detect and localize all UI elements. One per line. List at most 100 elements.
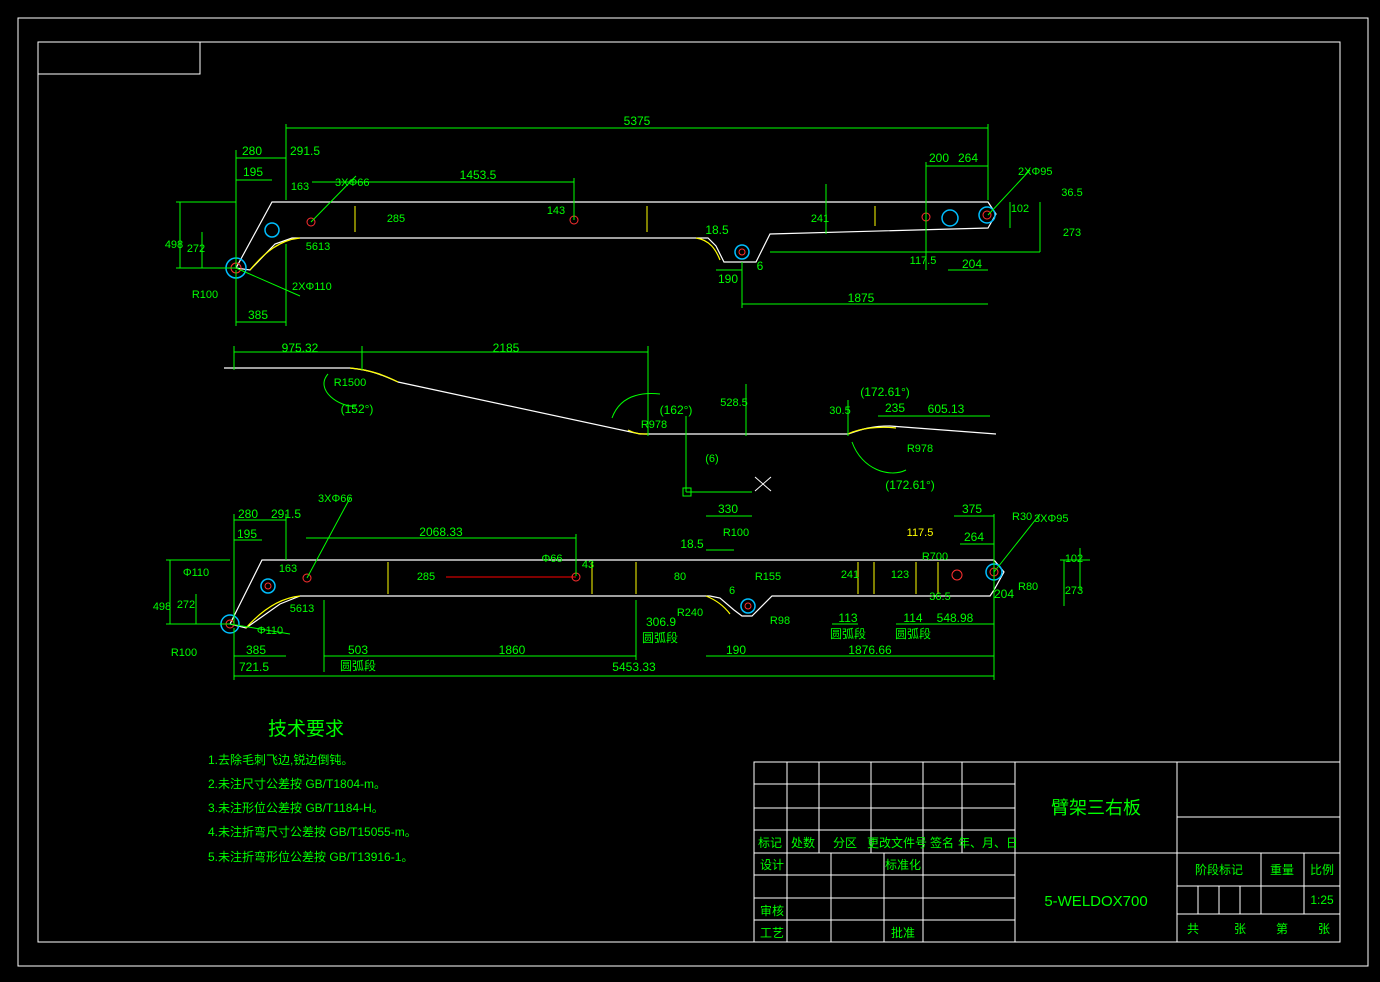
v1-hole-callout: 2XΦ110	[292, 281, 332, 293]
view3-flat-pattern: 280 291.5 195 3XΦ66 2068.33 330 18.5 R10…	[153, 493, 1090, 680]
v3-radius: R240	[677, 607, 703, 619]
v1-dim-overall: 5375	[624, 114, 651, 128]
v3-dim: 80	[674, 571, 686, 583]
v1-dim: 5613	[306, 241, 330, 253]
page-label: 第	[1276, 922, 1288, 936]
outer-frame	[17, 17, 1369, 967]
v2-radius: R978	[641, 419, 667, 431]
v3-dim-overall: 5453.33	[612, 660, 656, 674]
v1-dim: 117.5	[910, 255, 937, 267]
v3-dim: 306.9	[646, 615, 676, 629]
v3-hole-callout: Φ110	[257, 625, 283, 637]
v3-dim: 2068.33	[419, 525, 463, 539]
v1-dim: 385	[248, 308, 268, 322]
v3-radius: R700	[922, 551, 948, 563]
v1-dim: 36.5	[1061, 187, 1082, 199]
v2-dim: 2185	[493, 341, 520, 355]
approve-label: 批准	[891, 925, 915, 940]
part-name: 臂架三右板	[1051, 798, 1141, 818]
v3-radius: R155	[755, 571, 781, 583]
v3-radius: R80	[1018, 581, 1038, 593]
v3-radius: R100	[723, 527, 749, 539]
v1-dim: 1453.5	[460, 168, 497, 182]
v1-hole-callout: 2XΦ95	[1018, 166, 1052, 178]
v1-dim: R100	[192, 289, 218, 301]
v1-dim: 291.5	[290, 144, 320, 158]
v1-hole-callout: 3XΦ66	[335, 177, 369, 189]
v2-angle: (172.61°)	[860, 385, 910, 399]
v3-dim: 123	[891, 569, 909, 581]
v1-dim: 204	[962, 257, 982, 271]
v1-dim: 1875	[848, 291, 875, 305]
v2-angle: (162°)	[660, 403, 693, 417]
v3-arc-label: 圆弧段	[642, 630, 678, 645]
material: 5-WELDOX700	[1044, 893, 1147, 910]
v3-dim: 195	[237, 527, 257, 541]
tech-item: 5.未注折弯形位公差按 GB/T13916-1。	[208, 849, 413, 864]
v3-dim-bend: 117.5	[907, 527, 934, 539]
v3-radius: R100	[171, 647, 197, 659]
sheets-label-2: 张	[1318, 922, 1330, 936]
v2-radius: R978	[907, 443, 933, 455]
v3-dim: 264	[964, 530, 984, 544]
rev-header: 分区	[833, 836, 857, 850]
v3-dim: 503	[348, 643, 368, 657]
inner-frame	[37, 41, 1341, 943]
v3-dim: 18.5	[680, 537, 704, 551]
v1-dim: 264	[958, 151, 978, 165]
tech-item: 1.去除毛刺飞边,锐边倒钝。	[208, 752, 353, 767]
v3-arc-label: 圆弧段	[830, 626, 866, 641]
v3-dim: 285	[417, 571, 435, 583]
v1-dim: 143	[547, 205, 565, 217]
title-block	[753, 761, 1341, 943]
v1-dim: 190	[718, 272, 738, 286]
v3-dim: 43	[582, 559, 594, 571]
standardize-label: 标准化	[885, 858, 921, 872]
v1-dim: 200	[929, 151, 949, 165]
v3-dim: 291.5	[271, 507, 301, 521]
rev-header: 处数	[791, 835, 815, 850]
tech-title: 技术要求	[268, 718, 344, 740]
v3-dim: 5613	[290, 603, 314, 615]
v3-dim: 375	[962, 502, 982, 516]
v2-dim: 30.5	[829, 405, 850, 417]
rev-header: 签名	[930, 835, 954, 850]
v2-angle: (152°)	[341, 402, 374, 416]
v1-dim: 285	[387, 213, 405, 225]
v3-hole-callout: Φ66	[541, 553, 562, 565]
v3-dim: 190	[726, 643, 746, 657]
v1-dim: 280	[242, 144, 262, 158]
v1-dim: 272	[187, 243, 205, 255]
v3-dim: 113	[838, 611, 857, 625]
v3-dim: 114	[903, 611, 922, 625]
v1-dim: 163	[291, 181, 309, 193]
view2-profile: 975.32 2185 R1500 (152°) (162°) R978 528…	[224, 341, 997, 497]
stage-mark-label: 阶段标记	[1195, 862, 1243, 877]
v2-dim: 605.13	[928, 402, 965, 416]
weight-label: 重量	[1270, 863, 1294, 877]
rev-header: 更改文件号	[867, 835, 927, 850]
v3-hole-callout: 3XΦ95	[1034, 513, 1068, 525]
v3-dim: 1860	[499, 643, 526, 657]
v3-hole-callout: 3XΦ66	[318, 493, 352, 505]
v3-radius: R30	[1012, 511, 1032, 523]
sheets-label: 张	[1234, 922, 1246, 936]
v2-dim: 235	[885, 401, 905, 415]
v3-arc-label: 圆弧段	[340, 658, 376, 673]
total-label: 共	[1187, 922, 1199, 936]
v3-dim: 721.5	[239, 660, 269, 674]
v3-dim: 102	[1065, 553, 1083, 565]
v2-angle: (172.61°)	[885, 478, 935, 492]
v3-dim: 280	[238, 507, 258, 521]
v3-dim: 548.98	[937, 611, 974, 625]
v3-dim: 241	[841, 569, 859, 581]
title-block-text: 臂架三右板 5-WELDOX700 标记 处数 分区 更改文件号 签名 年、月、…	[758, 798, 1334, 940]
v1-dim: 195	[243, 165, 263, 179]
ratio-value: 1:25	[1310, 893, 1334, 907]
v1-dim: 6	[757, 259, 764, 273]
v2-radius: R1500	[334, 377, 366, 389]
technical-requirements: 技术要求 1.去除毛刺飞边,锐边倒钝。 2.未注尺寸公差按 GB/T1804-m…	[208, 718, 417, 864]
ratio-label: 比例	[1310, 863, 1334, 877]
view1-top-plate: 5375 280 291.5 195 163 3XΦ66 1453.5 200 …	[165, 114, 1083, 326]
v3-dim: 204	[994, 587, 1014, 601]
